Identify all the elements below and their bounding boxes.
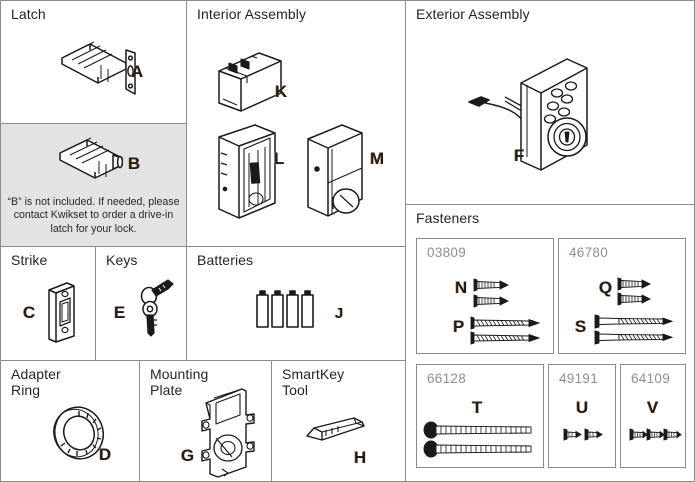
- smartkey-tool-icon: [304, 416, 374, 450]
- part-number-03809: 03809: [427, 245, 467, 260]
- panel-strike-title: Strike: [11, 252, 48, 268]
- item-label-U: U: [576, 398, 589, 417]
- item-label-E: E: [114, 303, 126, 322]
- item-label-K: K: [275, 82, 288, 101]
- panel-fasteners-title: Fasteners: [416, 210, 480, 226]
- item-label-Q: Q: [599, 278, 613, 297]
- item-label-B: B: [128, 154, 141, 173]
- panel-latch: Latch A: [0, 0, 187, 247]
- fastener-group-03809: 03809 N: [416, 238, 554, 354]
- panel-strike: Strike C: [0, 246, 96, 361]
- latch-not-included-panel: B “B” is not included. If needed, please…: [1, 123, 186, 247]
- item-label-N: N: [455, 278, 468, 297]
- part-number-66128: 66128: [427, 371, 467, 386]
- keys-icon: [132, 277, 180, 339]
- panel-smartkey-tool: SmartKey Tool H: [271, 360, 406, 482]
- extra-long-bolt-icon: [423, 421, 541, 463]
- part-number-46780: 46780: [569, 245, 609, 260]
- battery-cover-icon: [215, 49, 287, 117]
- mounting-plate-icon: [192, 381, 272, 481]
- panel-smartkey-tool-title: SmartKey Tool: [282, 366, 345, 398]
- interior-housing-thumbturn-icon: [304, 121, 376, 223]
- item-label-P: P: [453, 317, 465, 336]
- adapter-ring-icon: [47, 401, 111, 465]
- panel-fasteners: Fasteners 03809 N: [405, 204, 695, 482]
- small-screw-icon: [629, 427, 683, 443]
- part-number-64109: 64109: [631, 371, 671, 386]
- panel-adapter-ring-title: Adapter Ring: [11, 366, 61, 398]
- aa-batteries-icon: [255, 289, 327, 333]
- panel-batteries: Batteries: [186, 246, 406, 361]
- panel-keys-title: Keys: [106, 252, 138, 268]
- fastener-group-64109: 64109 V: [620, 364, 686, 468]
- long-wood-screw-icon: [469, 315, 547, 347]
- item-label-S: S: [575, 317, 587, 336]
- item-label-G: G: [181, 446, 195, 465]
- item-label-F: F: [514, 146, 525, 165]
- fastener-group-49191: 49191 U: [548, 364, 616, 468]
- strike-plate-icon: [41, 280, 83, 344]
- panel-keys: Keys E: [95, 246, 187, 361]
- item-label-L: L: [274, 149, 285, 168]
- item-label-J: J: [335, 305, 344, 322]
- part-number-49191: 49191: [559, 371, 599, 386]
- item-label-T: T: [472, 398, 483, 417]
- panel-exterior-assembly-title: Exterior Assembly: [416, 6, 530, 22]
- panel-batteries-title: Batteries: [197, 252, 254, 268]
- adjustable-latch-icon: [56, 39, 142, 97]
- item-label-D: D: [99, 445, 112, 464]
- item-label-C: C: [23, 303, 36, 322]
- item-label-V: V: [647, 398, 659, 417]
- panel-mounting-plate: Mounting Plate G: [139, 360, 272, 482]
- drive-in-latch-icon: [56, 136, 138, 188]
- panel-latch-title: Latch: [11, 6, 46, 22]
- panel-interior-assembly: Interior Assembly K: [186, 0, 406, 247]
- latch-not-included-note: “B” is not included. If needed, please c…: [7, 196, 180, 235]
- item-label-H: H: [354, 448, 367, 467]
- long-machine-screw-icon: [593, 313, 681, 347]
- interior-chassis-icon: [213, 123, 285, 223]
- panel-mounting-plate-title: Mounting Plate: [150, 366, 209, 398]
- fastener-group-46780: 46780 Q: [558, 238, 686, 354]
- tiny-screw-icon: [563, 427, 607, 443]
- panel-adapter-ring: Adapter Ring D: [0, 360, 140, 482]
- keypad-deadbolt-icon: [461, 49, 601, 174]
- short-machine-screw-icon: [616, 276, 660, 308]
- panel-exterior-assembly: Exterior Assembly: [405, 0, 695, 205]
- item-label-A: A: [131, 62, 144, 81]
- item-label-M: M: [370, 149, 385, 168]
- short-machine-screw-icon: [472, 277, 520, 311]
- panel-interior-assembly-title: Interior Assembly: [197, 6, 307, 22]
- fastener-group-66128: 66128 T: [416, 364, 544, 468]
